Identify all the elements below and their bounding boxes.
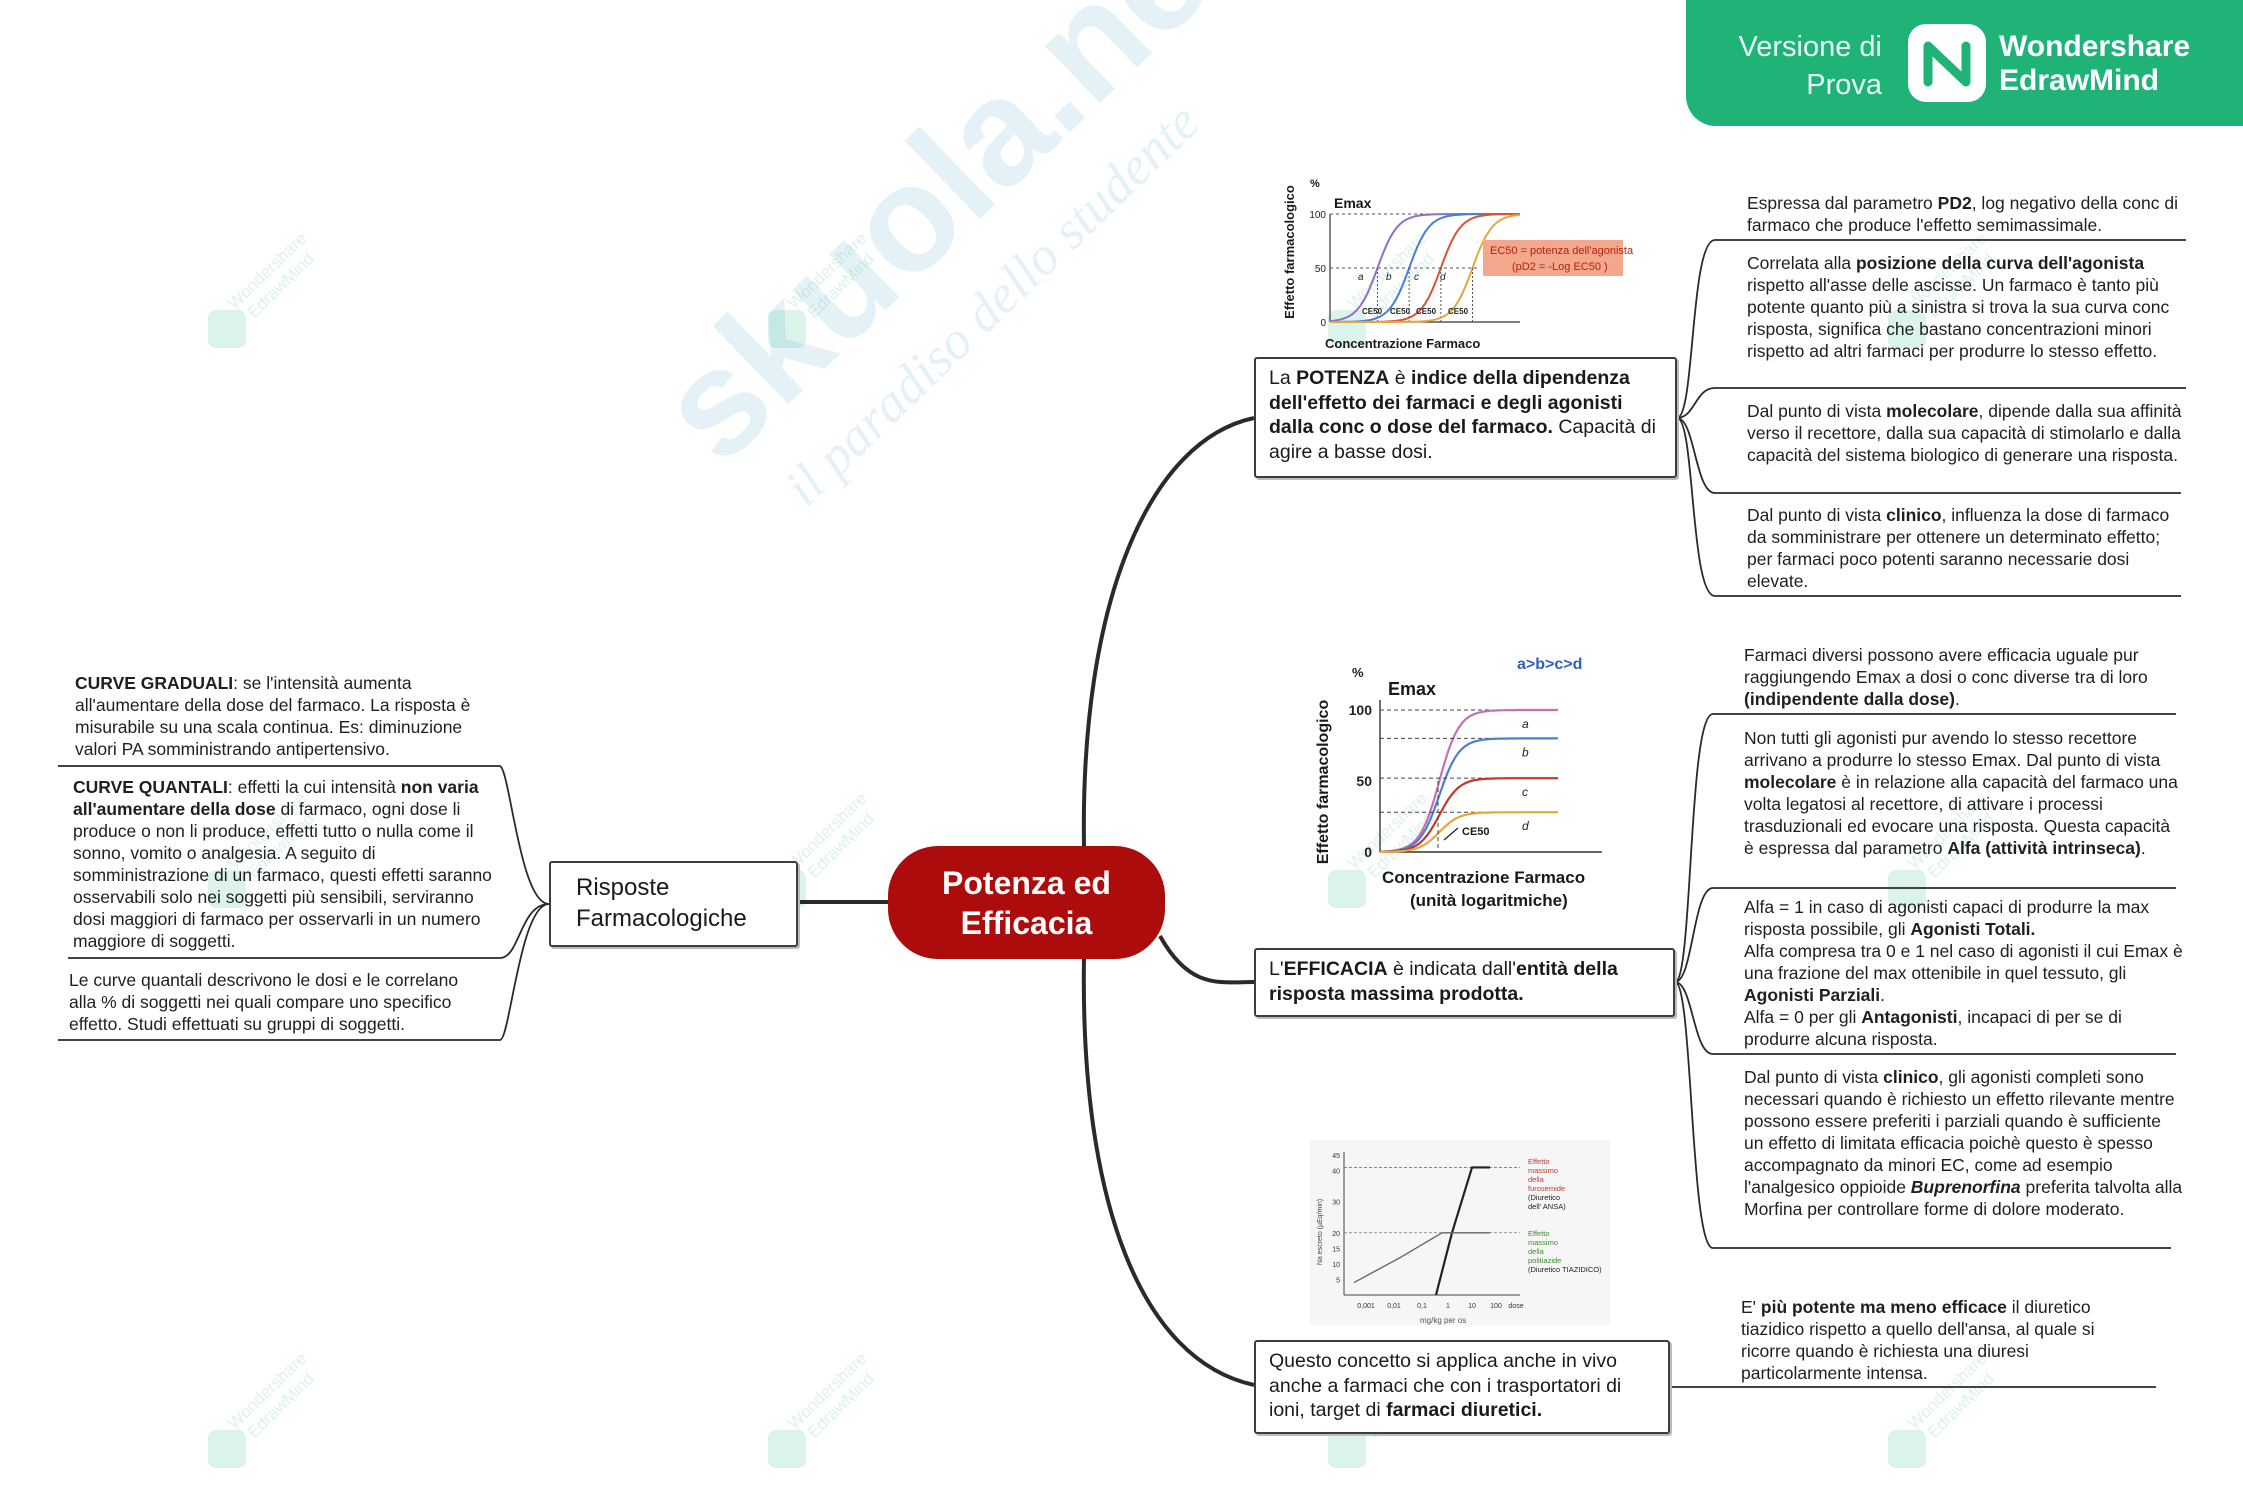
- chart3-label-politiazide: politiazide: [1528, 1256, 1561, 1265]
- note-diuretico-tiazidico: E' più potente ma meno efficace il diure…: [1741, 1297, 2095, 1383]
- chart3-x-tick: 10: [1468, 1303, 1476, 1310]
- chart3-x-tick: 0,01: [1387, 1303, 1401, 1310]
- chart3-x-tick: 0,001: [1357, 1303, 1375, 1310]
- chart3-label-furosemide: dell' ANSA): [1528, 1202, 1566, 1211]
- chart1-callout-line1: EC50 = potenza dell'agonista: [1490, 245, 1634, 257]
- note-efficacia-molecolare: Non tutti gli agonisti pur avendo lo ste…: [1744, 728, 2178, 858]
- chart3-label-politiazide: Effetto: [1528, 1229, 1550, 1238]
- chart1-ylabel: Effetto farmacologico: [1282, 185, 1297, 319]
- chart1-callout-line2: (pD2 = -Log EC50 ): [1512, 261, 1608, 273]
- chart-potenza: Effetto farmacologico % Emax 100 50 0 aCE5…: [1282, 178, 1634, 351]
- chart3-y-tick: 30: [1332, 1200, 1340, 1207]
- chart3-label-furosemide: della: [1528, 1175, 1545, 1184]
- chart3-x-tick: dose: [1508, 1303, 1523, 1310]
- note-curve-graduali: CURVE GRADUALI: se l'intensità aumenta a…: [75, 673, 471, 759]
- chart3-y-tick: 45: [1332, 1153, 1340, 1160]
- topic-efficacia[interactable]: L'EFFICACIA è indicata dall'entità della…: [1254, 948, 1675, 1017]
- chart2-title: a>b>c>d: [1517, 656, 1582, 673]
- chart2-curve-c: [1379, 777, 1558, 853]
- chart1-series-label: c: [1414, 272, 1419, 283]
- chart2-series-label: a: [1522, 717, 1529, 731]
- chart1-y-tick: 100: [1309, 210, 1326, 221]
- chart3-label-furosemide: furosemide: [1528, 1184, 1565, 1193]
- topic-in-vivo-diuretici[interactable]: Questo concetto si applica anche in vivo…: [1254, 1340, 1670, 1434]
- chart1-callout-box: [1483, 240, 1623, 276]
- chart2-curve-d: [1380, 811, 1558, 853]
- note-efficacia-clinico: Dal punto di vista clinico, gli agonisti…: [1744, 1067, 2183, 1219]
- note-potenza-pd2: Espressa dal parametro PD2, log negativo…: [1747, 193, 2178, 235]
- chart3-label-politiazide: (Diuretico TIAZIDICO): [1528, 1265, 1602, 1274]
- chart1-unit: %: [1310, 178, 1320, 190]
- chart2-y-tick: 50: [1356, 773, 1372, 789]
- chart3-label-politiazide: massimo: [1528, 1238, 1558, 1247]
- chart2-ylabel: Effetto farmacologico: [1315, 700, 1332, 865]
- chart1-curve-d: [1330, 213, 1521, 323]
- chart3-x-tick: 0,1: [1417, 1303, 1427, 1310]
- chart3-x-tick: 1: [1446, 1303, 1450, 1310]
- chart1-series-label: b: [1386, 272, 1392, 283]
- chart3-curve-politiazide: [1353, 1232, 1490, 1284]
- chart1-emax: Emax: [1334, 195, 1372, 211]
- chart2-series-label: b: [1522, 745, 1529, 759]
- chart3-y-tick: 10: [1332, 1262, 1340, 1269]
- chart1-ec50-label: CE50: [1362, 307, 1383, 316]
- note-curve-quantali-studi: Le curve quantali descrivono le dosi e l…: [69, 970, 459, 1034]
- chart-diuretici: Na escreto (µEq/min) 45 40 30 20 15 10 5 0,001 0…: [1310, 1140, 1610, 1325]
- chart1-ec50-label: CE50: [1448, 307, 1469, 316]
- chart2-xlabel2: (unità logaritmiche): [1410, 891, 1568, 910]
- chart1-xlabel: Concentrazione Farmaco: [1325, 336, 1480, 351]
- note-efficacia-alfa: Alfa = 1 in caso di agonisti capaci di p…: [1744, 897, 2183, 1049]
- chart1-ec50-label: CE50: [1416, 307, 1437, 316]
- note-efficacia-uguale: Farmaci diversi possono avere efficacia …: [1744, 645, 2148, 709]
- chart2-emax: Emax: [1388, 679, 1436, 699]
- chart3-y-tick: 20: [1332, 1231, 1340, 1238]
- chart3-label-furosemide: massimo: [1528, 1166, 1558, 1175]
- chart-efficacia: a>b>c>d Effetto farmacologico % Emax 100…: [1315, 656, 1602, 910]
- chart1-y-tick: 0: [1320, 318, 1326, 329]
- edrawmind-logo-icon: [1908, 24, 1986, 102]
- chart2-unit: %: [1352, 665, 1364, 680]
- chart2-curve-a: [1379, 708, 1558, 853]
- chart3-y-tick: 5: [1336, 1277, 1340, 1284]
- chart3-label-furosemide: (Diuretico: [1528, 1193, 1560, 1202]
- chart1-series-label: a: [1358, 272, 1364, 283]
- chart3-x-tick: 100: [1490, 1303, 1502, 1310]
- chart3-y-tick: 40: [1332, 1169, 1340, 1176]
- chart1-ec50-label: CE50: [1390, 307, 1411, 316]
- note-potenza-posizione-curva: Correlata alla posizione della curva del…: [1747, 253, 2170, 361]
- chart2-ec50: CE50: [1462, 826, 1490, 838]
- note-potenza-clinico: Dal punto di vista clinico, influenza la…: [1747, 505, 2170, 591]
- chart3-xlabel: mg/kg per os: [1420, 1316, 1466, 1325]
- chart2-series-label: d: [1522, 819, 1529, 833]
- chart3-curve-furosemide: [1434, 1166, 1490, 1296]
- chart2-curve-b: [1379, 737, 1558, 853]
- chart2-series-label: c: [1522, 785, 1528, 799]
- topic-potenza[interactable]: La POTENZA è indice della dipendenza del…: [1254, 357, 1677, 478]
- note-potenza-molecolare: Dal punto di vista molecolare, dipende d…: [1747, 401, 2182, 465]
- chart3-label-furosemide: Effetto: [1528, 1157, 1550, 1166]
- note-curve-quantali: CURVE QUANTALI: effetti la cui intensità…: [73, 777, 492, 951]
- chart2-xlabel: Concentrazione Farmaco: [1382, 868, 1585, 887]
- chart2-y-tick: 0: [1364, 844, 1372, 860]
- chart3-label-politiazide: della: [1528, 1247, 1545, 1256]
- chart2-y-tick: 100: [1349, 702, 1373, 718]
- chart1-y-tick: 50: [1315, 264, 1327, 275]
- chart1-series-label: d: [1440, 272, 1446, 283]
- chart2-ec50-arrow: [1443, 827, 1459, 841]
- chart3-ylabel: Na escreto (µEq/min): [1317, 1199, 1324, 1265]
- chart3-y-tick: 15: [1332, 1246, 1340, 1253]
